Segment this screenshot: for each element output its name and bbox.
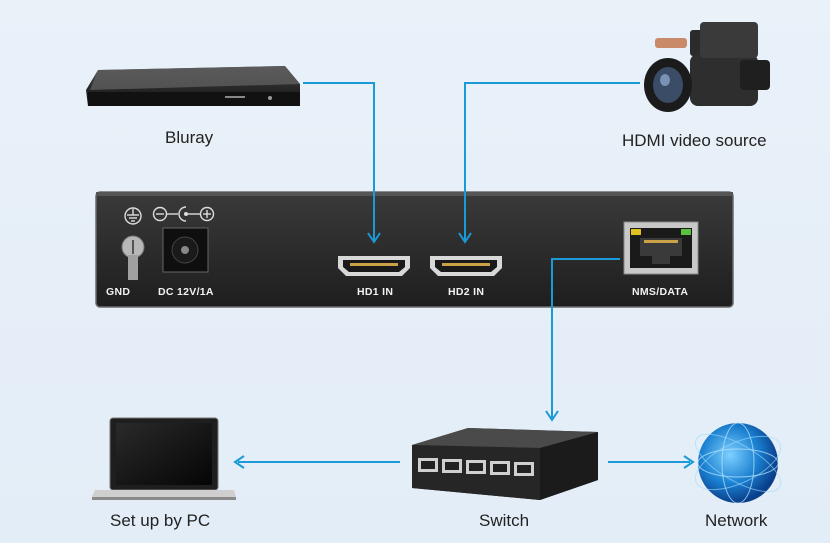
- dc-power-jack[interactable]: [162, 227, 209, 273]
- ground-screw[interactable]: [121, 235, 145, 280]
- gnd-port-label: GND: [106, 286, 131, 298]
- hd2-port-label: HD2 IN: [448, 286, 485, 298]
- connector-arrowheads: [233, 232, 695, 469]
- network-switch-icon: [412, 428, 598, 500]
- network-label: Network: [705, 511, 768, 530]
- bluray-label: Bluray: [165, 128, 214, 147]
- laptop-icon: [92, 417, 236, 500]
- pc-label: Set up by PC: [110, 511, 211, 530]
- nms-data-port-label: NMS/DATA: [632, 286, 689, 298]
- ethernet-port[interactable]: [623, 221, 699, 275]
- hdmi-port-2[interactable]: [430, 256, 502, 276]
- dc-port-label: DC 12V/1A: [158, 286, 214, 298]
- video-camera-icon: [644, 22, 770, 112]
- device-rear-panel: [95, 191, 734, 308]
- hdmi-port-1[interactable]: [338, 256, 410, 276]
- ground-icon: [124, 207, 142, 225]
- dc-polarity-icon: [152, 206, 215, 222]
- switch-label: Switch: [479, 511, 530, 530]
- connector-lines: [238, 82, 690, 463]
- hd1-port-label: HD1 IN: [357, 286, 394, 298]
- globe-icon: [694, 422, 782, 504]
- bluray-player-icon: [86, 66, 300, 106]
- hdmi-video-source-label: HDMI video source: [622, 131, 767, 150]
